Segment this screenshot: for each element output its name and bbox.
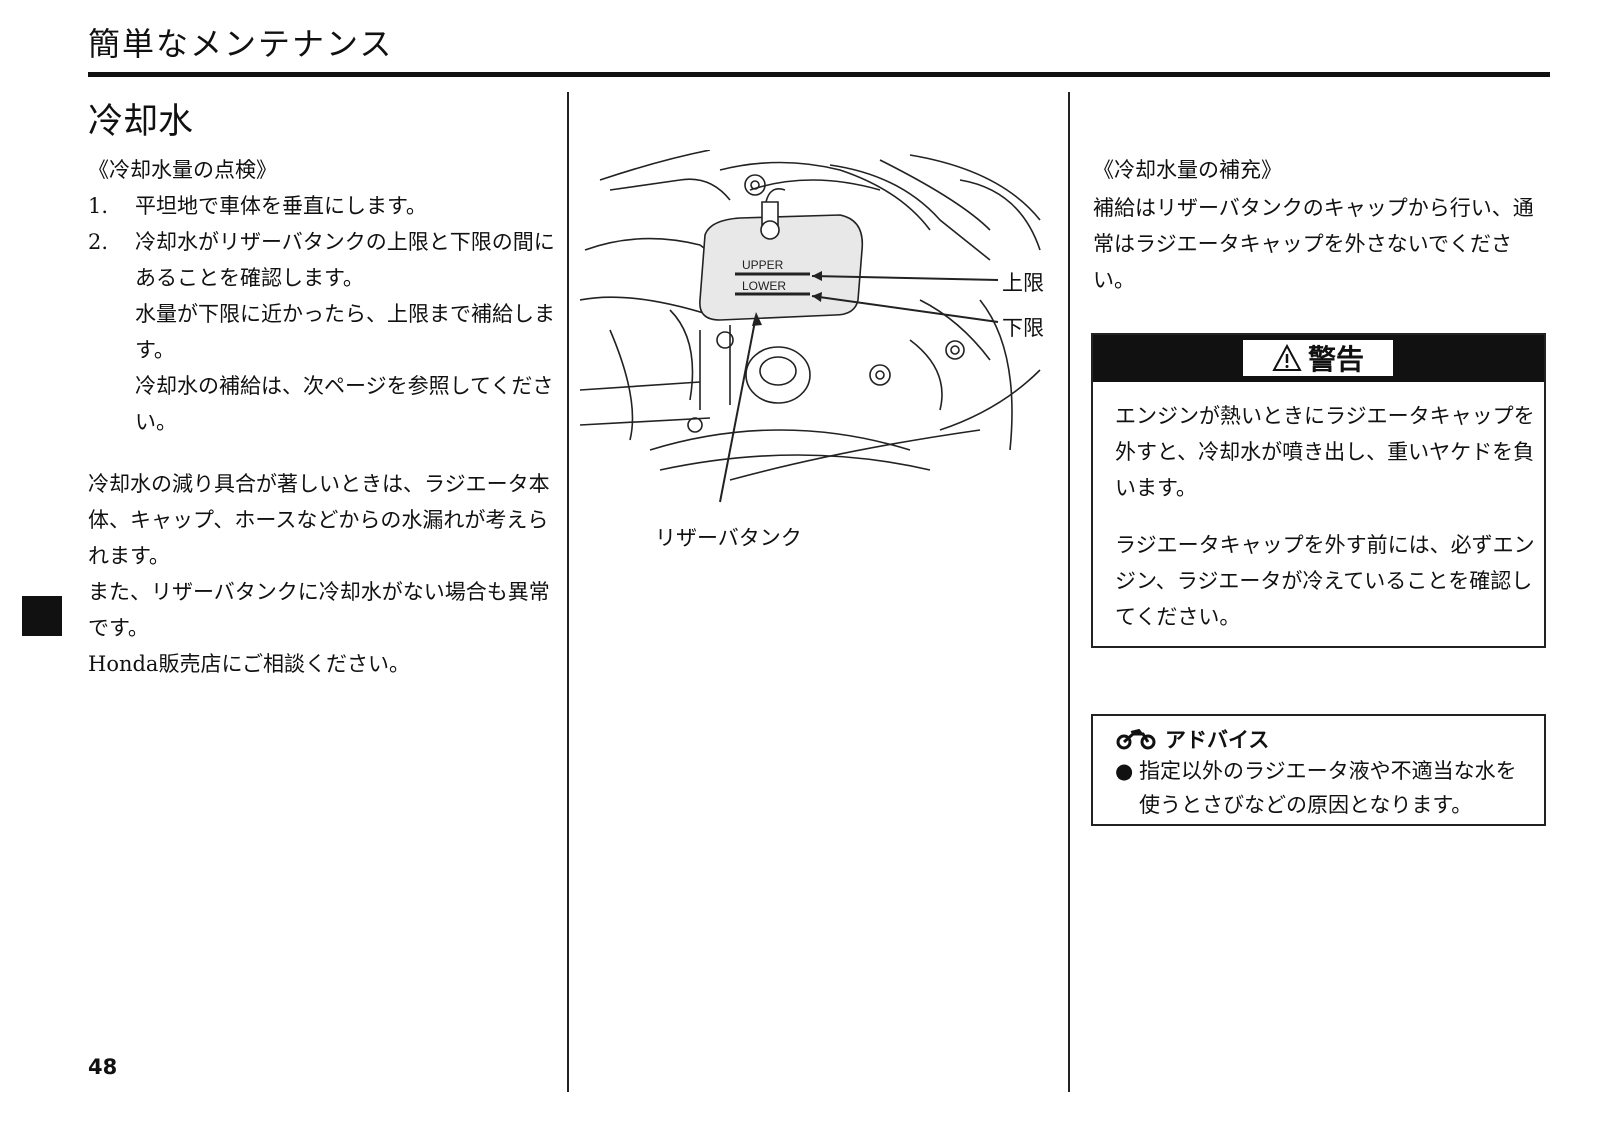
lower-mark-label: LOWER xyxy=(742,279,786,293)
warning-paragraph: ラジエータキャップを外す前には、必ずエンジン、ラジエータが冷えていることを確認し… xyxy=(1115,533,1535,629)
step-text: 冷却水の補給は、次ページを参照してください。 xyxy=(135,374,554,434)
advice-text: 指定以外のラジエータ液や不適当な水を使うとさびなどの原因となります。 xyxy=(1139,759,1517,817)
advice-title: アドバイス xyxy=(1115,724,1269,754)
step-item: 1. 平坦地で車体を垂直にします。 xyxy=(88,188,558,224)
advice-item: ● 指定以外のラジエータ液や不適当な水を使うとさびなどの原因となります。 xyxy=(1115,754,1535,822)
refill-text: 補給はリザーバタンクのキャップから行い、通常はラジエータキャップを外さないでくだ… xyxy=(1093,196,1534,292)
warning-triangle-icon xyxy=(1272,344,1302,371)
advice-title-text: アドバイス xyxy=(1165,728,1270,752)
column-divider xyxy=(1068,92,1070,1092)
motorcycle-icon xyxy=(1116,728,1156,750)
check-heading: 《冷却水量の点検》 xyxy=(88,158,277,182)
bullet: ● xyxy=(1115,759,1134,783)
step-number: 1. xyxy=(88,194,109,218)
warning-box: 警告 エンジンが熱いときにラジエータキャップを外すと、冷却水が噴き出し、重いヤケ… xyxy=(1091,333,1546,648)
warning-label-text: 警告 xyxy=(1307,343,1364,376)
callout-lower-limit: 下限 xyxy=(1002,316,1044,340)
note-block: 冷却水の減り具合が著しいときは、ラジエータ本体、キャップ、ホースなどからの水漏れ… xyxy=(88,466,558,682)
step-text: 平坦地で車体を垂直にします。 xyxy=(135,194,427,218)
header-rule xyxy=(88,72,1550,77)
upper-mark-label: UPPER xyxy=(742,258,784,272)
warning-header-bar: 警告 xyxy=(1093,335,1544,382)
column-divider xyxy=(567,92,569,1092)
warning-label: 警告 xyxy=(1243,340,1393,376)
step-number: 2. xyxy=(88,230,109,254)
page-number: 48 xyxy=(88,1055,118,1079)
page-title: 冷却水 xyxy=(88,102,194,142)
refill-heading: 《冷却水量の補充》 xyxy=(1093,158,1282,182)
reserve-tank-illustration: UPPER LOWER xyxy=(580,150,1041,503)
note-paragraph: 冷却水の減り具合が著しいときは、ラジエータ本体、キャップ、ホースなどからの水漏れ… xyxy=(88,472,550,568)
advice-box: アドバイス ● 指定以外のラジエータ液や不適当な水を使うとさびなどの原因となりま… xyxy=(1091,714,1546,826)
callout-reserve-tank: リザーバタンク xyxy=(655,526,802,550)
step-list: 1. 平坦地で車体を垂直にします。 2. 冷却水がリザーバタンクの上限と下限の間… xyxy=(88,188,558,440)
warning-paragraph: エンジンが熱いときにラジエータキャップを外すと、冷却水が噴き出し、重いヤケドを負… xyxy=(1115,404,1535,500)
section-header: 簡単なメンテナンス xyxy=(88,25,394,63)
note-paragraph: Honda販売店にご相談ください。 xyxy=(88,652,411,676)
advice-list: ● 指定以外のラジエータ液や不適当な水を使うとさびなどの原因となります。 xyxy=(1115,754,1535,822)
note-paragraph: また、リザーバタンクに冷却水がない場合も異常です。 xyxy=(88,580,550,640)
thumb-index-tab xyxy=(22,596,62,636)
step-item: 2. 冷却水がリザーバタンクの上限と下限の間にあることを確認します。 水量が下限… xyxy=(88,224,558,440)
callout-upper-limit: 上限 xyxy=(1002,271,1044,295)
step-text: 冷却水がリザーバタンクの上限と下限の間にあることを確認します。 xyxy=(135,230,555,290)
step-text: 水量が下限に近かったら、上限まで補給します。 xyxy=(135,302,555,362)
